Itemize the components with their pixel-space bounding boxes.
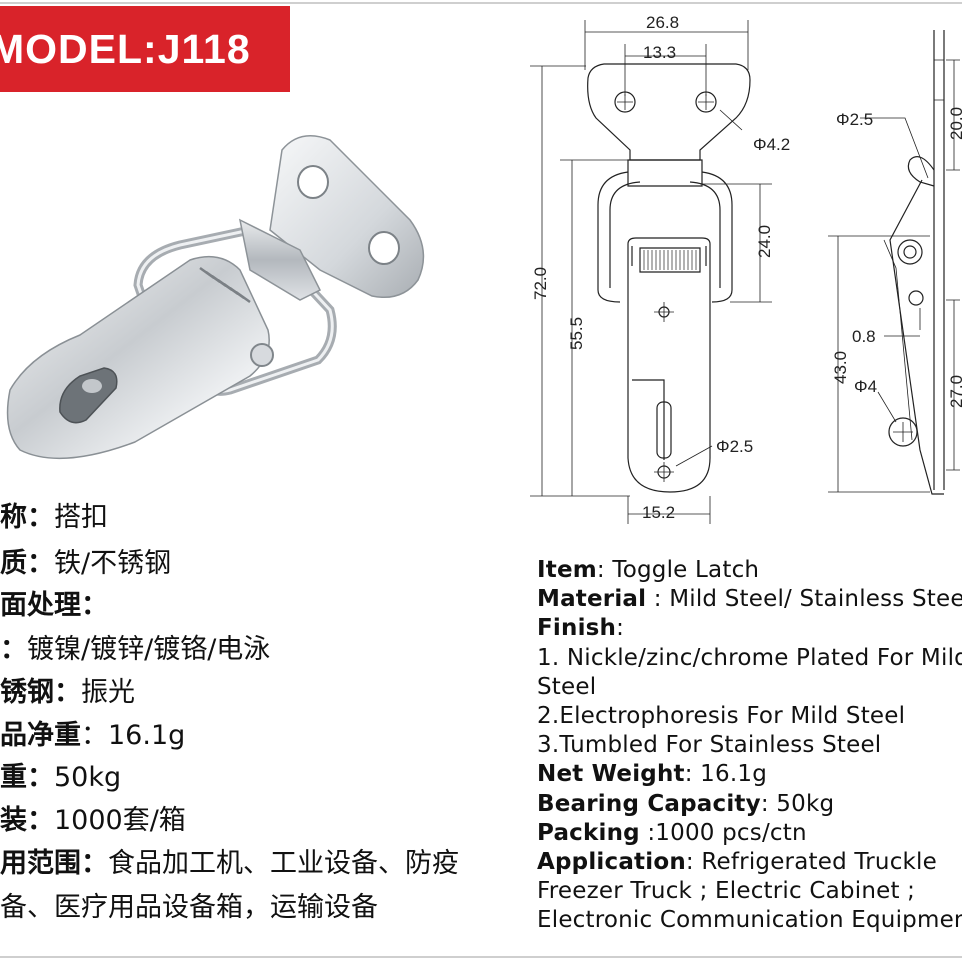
en-spec-item: Item: Toggle Latch: [537, 557, 760, 583]
en-spec-list: Item: Toggle Latch Material : Mild Steel…: [537, 556, 962, 946]
cn-spec-application-cont: 备、医疗用品设备箱，运输设备: [0, 892, 378, 923]
cn-spec-net-weight: 品净重：16.1g: [0, 720, 186, 751]
product-photo: [6, 135, 425, 460]
dim-length-body: 55.5: [567, 317, 586, 350]
en-spec-bearing: Bearing Capacity: 50kg: [537, 791, 835, 817]
en-spec-finish-2: 2.Electrophoresis For Mild Steel: [537, 703, 906, 729]
en-spec-finish-3: 3.Tumbled For Stainless Steel: [537, 732, 882, 758]
en-spec-finish-1: 1. Nickle/zinc/chrome Plated For Mild: [537, 645, 962, 671]
cn-spec-bearing: 重：50kg: [0, 762, 122, 793]
top-divider: [0, 2, 962, 4]
dim-side-height: 43.0: [831, 351, 850, 384]
cn-spec-name: 称：搭扣: [0, 502, 108, 533]
dim-width-total: 26.8: [646, 13, 679, 32]
cn-spec-finish-stainless: 锈钢：振光: [0, 677, 135, 708]
dim-body-width: 15.2: [642, 503, 675, 522]
en-spec-application-cont-2: Electronic Communication Equipment: [537, 907, 962, 933]
dim-length-total: 72.0: [531, 267, 550, 300]
cn-spec-finish-heading: 面处理：: [0, 590, 108, 621]
en-spec-net-weight: Net Weight: 16.1g: [537, 761, 767, 787]
dim-hook-hole: Φ2.5: [716, 437, 753, 456]
technical-drawing: 26.8 13.3 Φ4.2 24.0 72.0 55.5 Φ2.5 15.2 …: [530, 13, 962, 524]
en-spec-finish: Finish:: [537, 615, 625, 641]
model-banner: MODEL:J118: [0, 6, 290, 92]
dim-thickness: 0.8: [852, 327, 876, 346]
dim-side-hole: Φ4: [854, 377, 877, 396]
cn-spec-material: 质：铁/不锈钢: [0, 548, 172, 579]
model-label: MODEL:J118: [0, 26, 251, 72]
dim-loop-height: 24.0: [755, 225, 774, 258]
cn-spec-application: 用范围：食品加工机、工业设备、防疫: [0, 848, 459, 879]
dim-hole-spacing: 13.3: [643, 43, 676, 62]
cn-spec-packing: 装：1000套/箱: [0, 805, 186, 836]
bottom-divider: [0, 956, 962, 958]
dim-hole-dia: Φ4.2: [753, 135, 790, 154]
en-spec-application: Application: Refrigerated Truckle: [537, 849, 937, 875]
dim-side-pin: Φ2.5: [836, 110, 873, 129]
en-spec-packing: Packing :1000 pcs/ctn: [537, 820, 807, 846]
en-spec-material: Material : Mild Steel/ Stainless Steel: [537, 586, 962, 612]
en-spec-finish-1-cont: Steel: [537, 674, 597, 700]
dim-side-lower: 27.0: [947, 375, 962, 408]
dim-side-top: 20.0: [947, 107, 962, 140]
cn-spec-finish-mild: ：镀镍/镀锌/镀铬/电泳: [0, 634, 271, 665]
en-spec-application-cont-1: Freezer Truck ; Electric Cabinet ;: [537, 878, 916, 904]
